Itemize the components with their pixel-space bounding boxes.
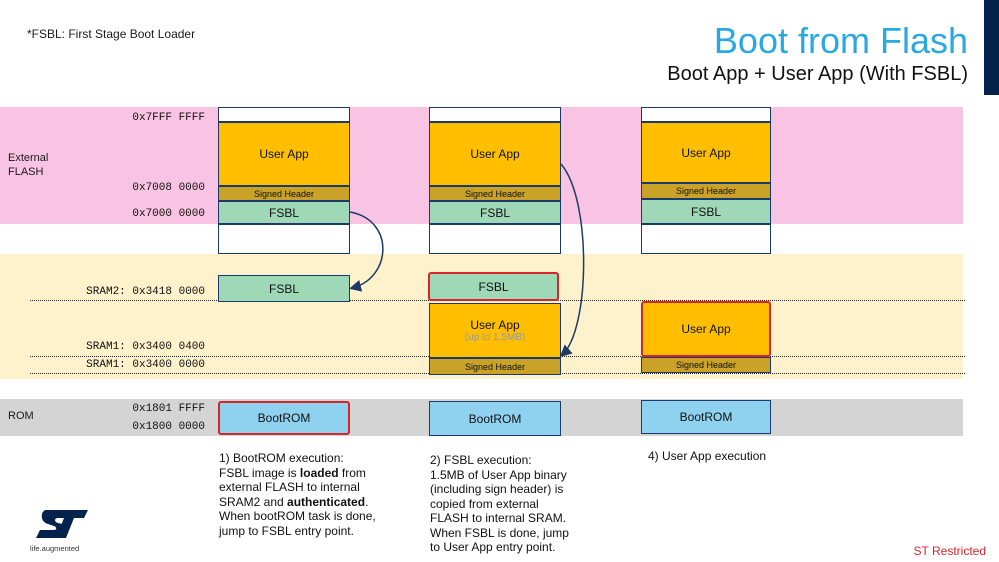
bootrom-block-highlighted: BootROM <box>218 401 350 435</box>
step1-line: FSBL image is loaded from <box>219 465 366 480</box>
user-app-copy-arrow <box>559 163 585 358</box>
signed-header-label: Signed Header <box>464 361 526 372</box>
bootrom-block: BootROM <box>641 400 771 434</box>
user-app-label: User App <box>470 318 520 332</box>
signed-header-label: Signed Header <box>675 186 737 196</box>
flash-top-empty-block <box>429 107 561 122</box>
address-label: 0x1801 FFFF <box>132 403 205 415</box>
bootrom-label: BootROM <box>257 411 311 425</box>
address-label: 0x7FFF FFFF <box>132 112 205 124</box>
empty-block <box>218 224 350 254</box>
user-app-sram-block: User App (up to 1.5MB) <box>429 303 561 358</box>
step1-line: When bootROM task is done, <box>219 509 376 523</box>
fsbl-label: FSBL <box>268 281 299 296</box>
flash-top-empty-block <box>218 107 350 122</box>
step2-line: FLASH to internal SRAM. <box>430 511 567 525</box>
signed-header-label: Signed Header <box>675 360 737 370</box>
signed-header-block: Signed Header <box>641 183 771 199</box>
bootrom-label: BootROM <box>468 411 522 426</box>
page-subtitle: Boot App + User App (With FSBL) <box>667 63 968 85</box>
address-label: SRAM1: 0x3400 0400 <box>86 341 205 353</box>
address-label: 0x1800 0000 <box>132 421 205 433</box>
step1-line: SRAM2 and authenticated. <box>219 494 369 509</box>
signed-header-label: Signed Header <box>253 188 315 199</box>
empty-block <box>641 224 771 254</box>
step2-line: 2) FSBL execution: <box>430 453 532 467</box>
user-app-label: User App <box>681 322 731 336</box>
address-label: SRAM2: 0x3418 0000 <box>86 286 205 298</box>
fsbl-label: FSBL <box>478 279 509 294</box>
fsbl-label: FSBL <box>268 205 299 220</box>
external-flash-label: External FLASH <box>8 152 49 178</box>
empty-block <box>429 224 561 254</box>
step1-line: jump to FSBL entry point. <box>219 523 354 538</box>
user-app-label: User App <box>681 145 731 160</box>
step2-line: to User App entry point. <box>430 540 556 554</box>
address-label: SRAM1: 0x3400 0000 <box>86 359 205 371</box>
st-logo-icon <box>36 510 88 538</box>
signed-header-label: Signed Header <box>464 188 526 199</box>
step1-description: 1) BootROM execution: FSBL image is load… <box>219 451 419 538</box>
user-app-sram-block-highlighted: User App <box>641 301 771 357</box>
user-app-label: User App <box>470 147 520 161</box>
address-label: 0x7008 0000 <box>132 182 205 194</box>
step2-line: copied from external <box>430 496 539 511</box>
fsbl-label: FSBL <box>479 205 510 220</box>
st-restricted-label: ST Restricted <box>913 544 986 558</box>
fsbl-block: FSBL <box>641 199 771 224</box>
bootrom-label: BootROM <box>679 410 733 424</box>
fsbl-block: FSBL <box>218 201 350 224</box>
rom-label: ROM <box>8 410 34 422</box>
user-app-block: User App <box>641 122 771 183</box>
user-app-block: User App <box>429 122 561 186</box>
fsbl-label: FSBL <box>690 204 721 219</box>
fsbl-sram-block-highlighted: FSBL <box>428 272 559 301</box>
fsbl-copy-arrow <box>349 211 384 292</box>
signed-header-block: Signed Header <box>218 186 350 201</box>
user-app-label: User App <box>259 147 309 161</box>
step2-description: 2) FSBL execution: 1.5MB of User App bin… <box>430 453 630 555</box>
fsbl-block: FSBL <box>429 201 561 224</box>
address-label: 0x7000 0000 <box>132 208 205 220</box>
step2-line: When FSBL is done, jump <box>430 525 569 540</box>
right-edge-bar <box>984 0 999 95</box>
user-app-size-note: (up to 1.5MB) <box>464 332 526 343</box>
page-title: Boot from Flash <box>713 20 968 61</box>
st-tagline: life.augmented <box>30 544 80 553</box>
step1-line: external FLASH to internal <box>219 480 360 494</box>
signed-header-block: Signed Header <box>641 357 771 373</box>
step2-line: (including sign header) is <box>430 482 564 496</box>
step1-line: 1) BootROM execution: <box>219 451 344 465</box>
signed-header-block: Signed Header <box>429 358 561 375</box>
user-app-block: User App <box>218 122 350 186</box>
signed-header-block: Signed Header <box>429 186 561 201</box>
bootrom-block: BootROM <box>429 401 561 436</box>
fsbl-sram-block: FSBL <box>218 275 350 302</box>
step4-description: 4) User App execution <box>648 449 767 463</box>
step2-line: 1.5MB of User App binary <box>430 467 567 482</box>
footnote: *FSBL: First Stage Boot Loader <box>27 27 196 41</box>
flash-top-empty-block <box>641 107 771 122</box>
